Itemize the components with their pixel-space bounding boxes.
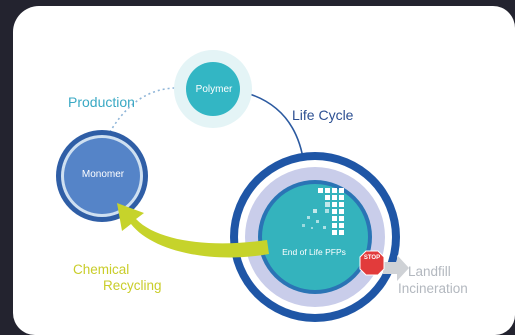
chemical-label: Chemical bbox=[73, 262, 130, 277]
chemical-recycling-arrow bbox=[117, 203, 269, 258]
monomer-node bbox=[64, 138, 140, 214]
landfill-label: Landfill bbox=[408, 264, 451, 279]
pixel-logo-icon bbox=[302, 188, 344, 235]
stop-label: STOP bbox=[363, 255, 381, 261]
stop-sign-icon bbox=[359, 250, 385, 276]
polymer-node bbox=[186, 62, 240, 116]
disposal-labels: Landfill Incineration bbox=[398, 263, 468, 297]
life-cycle-label: Life Cycle bbox=[292, 107, 354, 123]
life-cycle-diagram bbox=[56, 50, 409, 322]
production-label: Production bbox=[68, 94, 135, 110]
end-of-life-label: End of Life PFPs bbox=[282, 247, 346, 257]
life-cycle-arrow bbox=[242, 91, 305, 165]
incineration-label: Incineration bbox=[398, 281, 468, 296]
eol-node bbox=[262, 184, 368, 290]
polymer-label: Polymer bbox=[195, 84, 233, 95]
landfill-arrow bbox=[383, 255, 409, 281]
monomer-label: Monomer bbox=[81, 169, 125, 180]
recycling-label: Recycling bbox=[103, 278, 162, 293]
diagram-card: Polymer Monomer End of Life PFPs STOP Pr… bbox=[13, 6, 515, 335]
chemical-recycling-label: Chemical Recycling bbox=[73, 262, 162, 294]
